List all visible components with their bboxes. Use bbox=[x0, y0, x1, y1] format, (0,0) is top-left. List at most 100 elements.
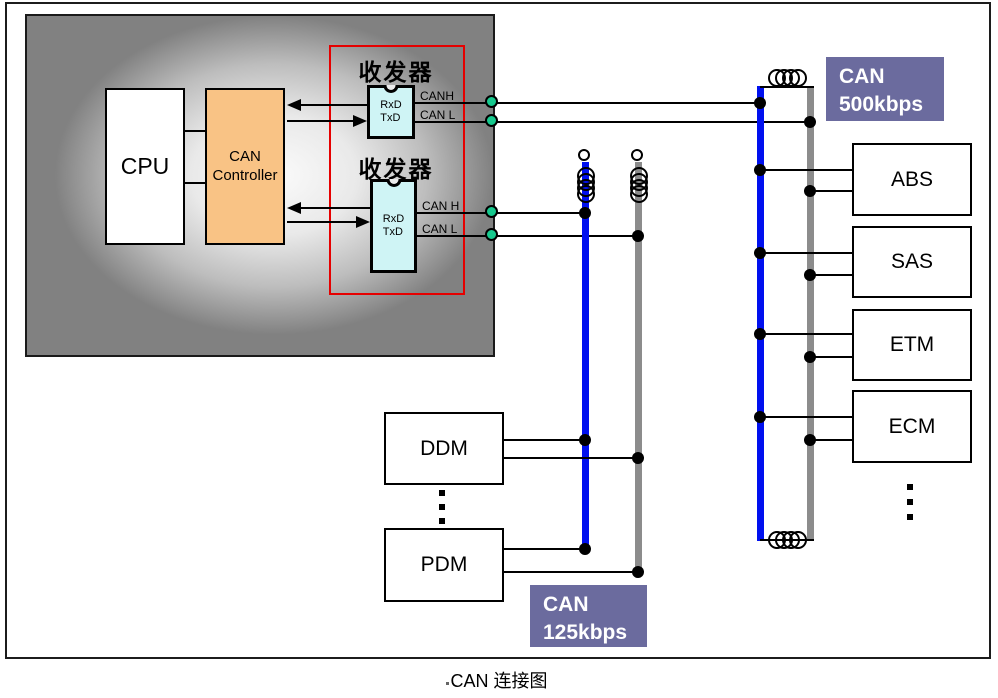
cpu-label: CPU bbox=[120, 153, 170, 179]
can-high-wire bbox=[417, 212, 588, 214]
node-label: SAS bbox=[890, 250, 934, 273]
can500-high-bus bbox=[757, 86, 764, 541]
junction-dot bbox=[754, 411, 766, 423]
ellipsis-dot bbox=[907, 499, 913, 505]
node-pdm: PDM bbox=[384, 528, 504, 602]
inline-choke-icon bbox=[577, 167, 595, 203]
junction-dot bbox=[804, 351, 816, 363]
transceiver2-label: 收发器 bbox=[358, 156, 434, 182]
connector-dot bbox=[485, 95, 498, 108]
cpu-controller-link bbox=[185, 130, 205, 132]
transceiver2-rxd: RxD bbox=[382, 212, 405, 225]
tx-arrow-icon bbox=[353, 115, 367, 127]
rx-wire bbox=[299, 207, 370, 209]
open-terminal-icon bbox=[578, 149, 590, 161]
junction-dot bbox=[579, 434, 591, 446]
node-etm: ETM bbox=[852, 309, 972, 381]
termination-link bbox=[760, 86, 814, 88]
node-label: DDM bbox=[420, 436, 468, 460]
bus-speed-label-500: CAN 500kbps bbox=[826, 57, 944, 121]
connector-dot bbox=[485, 205, 498, 218]
diagram-caption: CAN 连接图 bbox=[450, 671, 548, 691]
junction-dot bbox=[632, 566, 644, 578]
junction-dot bbox=[579, 207, 591, 219]
ellipsis-dot bbox=[439, 518, 445, 524]
node-label: ECM bbox=[888, 414, 936, 438]
transceiver1-txd: TxD bbox=[380, 112, 401, 124]
bus-speed-label-125: CAN 125kbps bbox=[530, 585, 647, 647]
junction-dot bbox=[632, 230, 644, 242]
cpu-controller-link bbox=[185, 182, 205, 184]
connector-dot bbox=[485, 228, 498, 241]
junction-dot bbox=[754, 247, 766, 259]
node-abs: ABS bbox=[852, 143, 972, 216]
connector-dot bbox=[485, 114, 498, 127]
transceiver2-chip: RxD TxD bbox=[370, 179, 417, 273]
node-ddm: DDM bbox=[384, 412, 504, 485]
tx-arrow-icon bbox=[356, 216, 370, 228]
ellipsis-dot bbox=[439, 504, 445, 510]
can-low-pin-label: CAN L bbox=[420, 108, 456, 122]
rx-wire bbox=[299, 104, 367, 106]
termination-link bbox=[760, 539, 814, 541]
ellipsis-dot bbox=[439, 490, 445, 496]
can-low-pin-label: CAN L bbox=[422, 222, 458, 236]
junction-dot bbox=[632, 452, 644, 464]
node-stub-wire bbox=[813, 190, 852, 192]
ellipsis-dot bbox=[907, 484, 913, 490]
can-controller-block: CAN Controller bbox=[205, 88, 285, 245]
cpu-block: CPU bbox=[105, 88, 185, 245]
transceiver1-chip: RxD TxD bbox=[367, 85, 415, 139]
can-high-wire bbox=[415, 102, 762, 104]
rx-arrow-icon bbox=[287, 202, 301, 214]
can-low-wire bbox=[417, 235, 641, 237]
inline-choke-icon bbox=[630, 167, 648, 203]
can125-low-bus bbox=[635, 162, 642, 574]
node-stub-wire bbox=[504, 457, 638, 459]
node-stub-wire bbox=[813, 439, 852, 441]
node-stub-wire bbox=[763, 333, 852, 335]
node-stub-wire bbox=[763, 169, 852, 171]
bus-label-line2: 125kbps bbox=[543, 621, 628, 645]
node-label: ETM bbox=[889, 333, 935, 356]
controller-label-line2: Controller bbox=[212, 166, 278, 184]
node-stub-wire bbox=[763, 252, 852, 254]
junction-dot bbox=[754, 164, 766, 176]
can-low-wire bbox=[415, 121, 812, 123]
junction-dot bbox=[804, 269, 816, 281]
controller-label-line1: CAN bbox=[229, 147, 261, 165]
junction-dot bbox=[754, 328, 766, 340]
chip-notch bbox=[386, 179, 401, 187]
junction-dot bbox=[754, 97, 766, 109]
termination-resistor-icon bbox=[768, 531, 807, 549]
transceiver1-rxd: RxD bbox=[380, 98, 402, 111]
junction-dot bbox=[804, 434, 816, 446]
junction-dot bbox=[579, 543, 591, 555]
node-sas: SAS bbox=[852, 226, 972, 298]
ellipsis-dot bbox=[907, 514, 913, 520]
node-stub-wire bbox=[813, 274, 852, 276]
node-ecm: ECM bbox=[852, 390, 972, 463]
tx-wire bbox=[287, 221, 358, 223]
open-terminal-icon bbox=[631, 149, 643, 161]
can-high-pin-label: CAN H bbox=[422, 199, 460, 213]
chip-notch bbox=[383, 85, 399, 93]
termination-resistor-icon bbox=[768, 69, 807, 87]
node-label: ABS bbox=[890, 167, 934, 191]
node-stub-wire bbox=[504, 548, 585, 550]
bus-label-line1: CAN bbox=[543, 593, 589, 616]
caption-dot bbox=[446, 682, 449, 685]
transceiver1-label: 收发器 bbox=[358, 59, 434, 85]
transceiver2-txd: TxD bbox=[382, 226, 403, 238]
junction-dot bbox=[804, 116, 816, 128]
bus-label-line2: 500kbps bbox=[839, 93, 924, 117]
can500-low-bus bbox=[807, 86, 814, 541]
node-label: PDM bbox=[420, 553, 468, 576]
node-stub-wire bbox=[504, 439, 585, 441]
node-stub-wire bbox=[504, 571, 638, 573]
node-stub-wire bbox=[813, 356, 852, 358]
rx-arrow-icon bbox=[287, 99, 301, 111]
transceiver-highlight-frame bbox=[329, 45, 465, 295]
node-stub-wire bbox=[763, 416, 852, 418]
